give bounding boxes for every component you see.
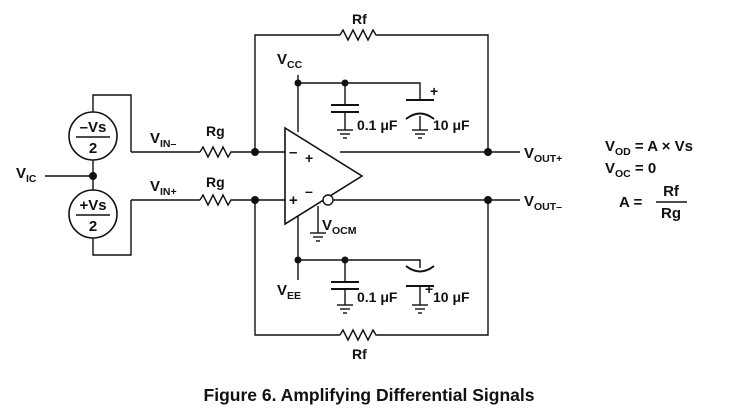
capacitor-top-large bbox=[405, 99, 435, 120]
equation-a-numerator: Rf bbox=[663, 183, 680, 200]
ground-icon bbox=[310, 232, 326, 242]
capacitor-bottom-large bbox=[405, 265, 435, 287]
feedback-wire-bottom-right bbox=[378, 200, 489, 336]
label-cap-top-polarity: + bbox=[430, 83, 438, 99]
equation-vod: VOD = A × Vs bbox=[605, 138, 693, 158]
ground-icon bbox=[412, 129, 428, 139]
label-rg-top: Rg bbox=[206, 123, 225, 139]
feedback-wire-top-left bbox=[254, 34, 340, 152]
equation-voc: VOC = 0 bbox=[605, 160, 656, 180]
voltage-source-top bbox=[68, 111, 118, 161]
ground-icon bbox=[337, 304, 353, 314]
label-vout-plus: VOUT+ bbox=[524, 145, 562, 165]
label-cap-bottom-small: 0.1 μF bbox=[357, 289, 398, 305]
capacitor-top-small bbox=[331, 104, 359, 113]
voltage-source-bottom bbox=[68, 189, 118, 239]
label-rf-bottom: Rf bbox=[352, 346, 367, 362]
source-wire-top bbox=[92, 94, 132, 152]
equation-a-lhs: A = bbox=[619, 194, 642, 211]
opamp-input-plus: + bbox=[289, 192, 298, 209]
source-bottom-denominator: 2 bbox=[89, 218, 97, 235]
equation-a-denominator: Rg bbox=[661, 205, 681, 222]
opamp-triangle bbox=[284, 126, 364, 226]
junction-dot bbox=[341, 79, 349, 87]
vee-rail bbox=[298, 259, 421, 268]
label-cap-bottom-polarity: + bbox=[425, 281, 433, 297]
ground-icon bbox=[337, 129, 353, 139]
capacitor-bottom-small bbox=[331, 281, 359, 290]
ground-icon bbox=[412, 304, 428, 314]
junction-dot bbox=[294, 79, 302, 87]
label-cap-top-small: 0.1 μF bbox=[357, 117, 398, 133]
label-vee: VEE bbox=[277, 282, 301, 302]
feedback-wire-bottom-left bbox=[254, 200, 340, 336]
label-vcc: VCC bbox=[277, 51, 303, 71]
label-vocm: VOCM bbox=[322, 217, 357, 237]
opamp-output-plus: + bbox=[305, 150, 313, 166]
label-rf-top: Rf bbox=[352, 11, 367, 27]
resistor-rf-bottom bbox=[339, 328, 378, 342]
source-top-numerator: –Vs bbox=[80, 119, 107, 136]
vcc-rail bbox=[298, 82, 421, 100]
label-cap-bottom-large: 10 μF bbox=[433, 289, 470, 305]
junction-dot bbox=[251, 148, 259, 156]
label-vin-plus: VIN+ bbox=[150, 178, 177, 198]
junction-dot bbox=[89, 172, 97, 180]
junction-dot bbox=[341, 256, 349, 264]
feedback-wire-top-right bbox=[378, 34, 489, 152]
opamp-input-minus: – bbox=[289, 144, 297, 161]
junction-dot bbox=[484, 148, 492, 156]
junction-dot bbox=[251, 196, 259, 204]
label-vin-minus: VIN– bbox=[150, 130, 177, 150]
source-wire-bottom bbox=[92, 200, 132, 256]
resistor-rg-top bbox=[199, 145, 236, 159]
junction-dot bbox=[294, 256, 302, 264]
opamp-inverting-output-bubble bbox=[322, 194, 334, 206]
label-cap-top-large: 10 μF bbox=[433, 117, 470, 133]
junction-dots bbox=[89, 79, 492, 264]
source-top-denominator: 2 bbox=[89, 140, 97, 157]
junction-dot bbox=[484, 196, 492, 204]
source-bottom-numerator: +Vs bbox=[79, 197, 106, 214]
resistor-rf-top bbox=[339, 28, 378, 42]
opamp-output-minus: – bbox=[305, 183, 313, 199]
figure-caption: Figure 6. Amplifying Differential Signal… bbox=[204, 385, 535, 405]
label-vout-minus: VOUT– bbox=[524, 193, 562, 213]
resistor-rg-bottom bbox=[199, 193, 236, 207]
label-rg-bottom: Rg bbox=[206, 174, 225, 190]
label-vic: VIC bbox=[16, 165, 37, 185]
